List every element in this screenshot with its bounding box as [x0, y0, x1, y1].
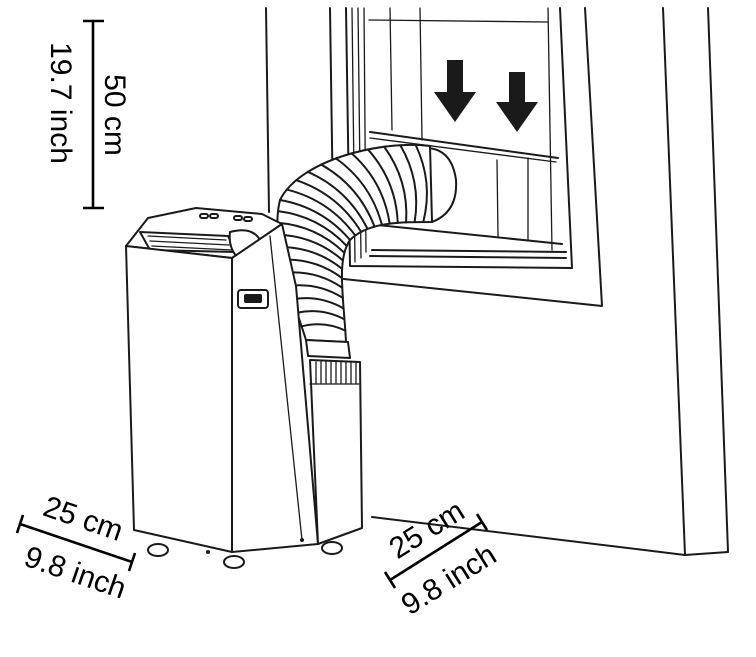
- hose-rib: [350, 152, 391, 225]
- dimension-left-cap-end: [127, 552, 137, 572]
- hose-rib: [399, 144, 418, 224]
- unit-wheel-front-left: [147, 543, 169, 557]
- window-sill-top: [371, 249, 567, 253]
- wall: [265, 7, 729, 556]
- unit-wheel-rear: [321, 541, 343, 555]
- dimension-right-cap-end: [475, 513, 489, 531]
- unit-rear-duct: [309, 359, 363, 545]
- window: [329, 7, 603, 307]
- unit-side-indicator-dot: [300, 538, 304, 542]
- slider-kit-top-rail-inner: [369, 137, 557, 163]
- control-panel-grille-3: [151, 245, 233, 251]
- unit-wheel-front-right: [223, 555, 245, 569]
- hose-rib: [335, 157, 383, 226]
- rear-duct-slats: [315, 361, 357, 385]
- hose-rib: [414, 144, 428, 224]
- unit-front-face: [125, 245, 233, 553]
- hose-rib: [320, 163, 376, 228]
- dimension-top-imperial-label: 19.7 inch: [44, 42, 77, 164]
- wall-base-side: [684, 551, 729, 556]
- control-button-3: [233, 215, 243, 221]
- hose-rib: [276, 210, 348, 247]
- window-inner-frame: [345, 7, 573, 269]
- down-arrow-left-icon: [434, 60, 476, 122]
- down-arrow-right-icon: [496, 72, 538, 132]
- unit-side-handle-grip: [244, 294, 262, 303]
- unit-front-indicator-dot: [206, 550, 210, 554]
- dimension-top-metric-label: 50 cm: [98, 74, 131, 156]
- wall-right-edge: [707, 7, 729, 553]
- wall-left-edge: [265, 7, 270, 213]
- window-sash-side-left: [389, 7, 393, 131]
- dimension-right-cap-start: [383, 571, 397, 589]
- hose-unit-connector: [305, 339, 351, 359]
- window-sill-bottom: [369, 255, 567, 259]
- wall-base-front: [371, 516, 686, 556]
- dimension-left-line: [19, 522, 133, 564]
- dimension-top: 50 cm 19.7 inch: [44, 19, 131, 210]
- hose-rib: [383, 145, 408, 224]
- window-outer-frame: [329, 7, 603, 307]
- control-panel-grille-2: [149, 240, 230, 246]
- dimension-left-metric-label: 25 cm: [39, 490, 127, 548]
- portable-ac-unit: [125, 207, 363, 569]
- dimension-left: 25 cm 9.8 inch: [15, 490, 137, 606]
- hose-rib: [300, 323, 347, 332]
- slider-kit-top-rail: [369, 131, 559, 159]
- window-slider-kit: [367, 131, 563, 245]
- hose-rib: [306, 170, 369, 230]
- hose-rib: [296, 310, 346, 321]
- hose-rib: [366, 148, 399, 224]
- exhaust-hose: [276, 144, 458, 359]
- control-button-4: [243, 216, 253, 222]
- control-button-2: [209, 213, 219, 219]
- unit-side-seam: [269, 235, 303, 541]
- hose-rib: [295, 179, 363, 233]
- dimension-right: 25 cm 9.8 inch: [384, 494, 503, 621]
- dimension-left-cap-start: [15, 514, 25, 534]
- slider-kit-divider: [496, 159, 499, 237]
- dimension-right-line: [389, 520, 483, 582]
- hose-rib: [285, 188, 357, 237]
- hose-rib: [279, 199, 351, 241]
- window-sash-top: [368, 19, 549, 23]
- slider-kit-bottom-rail: [367, 223, 563, 245]
- hose-rib: [276, 221, 346, 254]
- window-sash-side-right: [547, 7, 553, 251]
- control-panel: [139, 213, 261, 259]
- dimension-left-imperial-label: 9.8 inch: [20, 540, 130, 605]
- control-button-1: [199, 213, 209, 219]
- window-sash-mid: [419, 7, 423, 141]
- wall-corner-line: [662, 7, 686, 556]
- control-panel-grille-1: [147, 235, 227, 241]
